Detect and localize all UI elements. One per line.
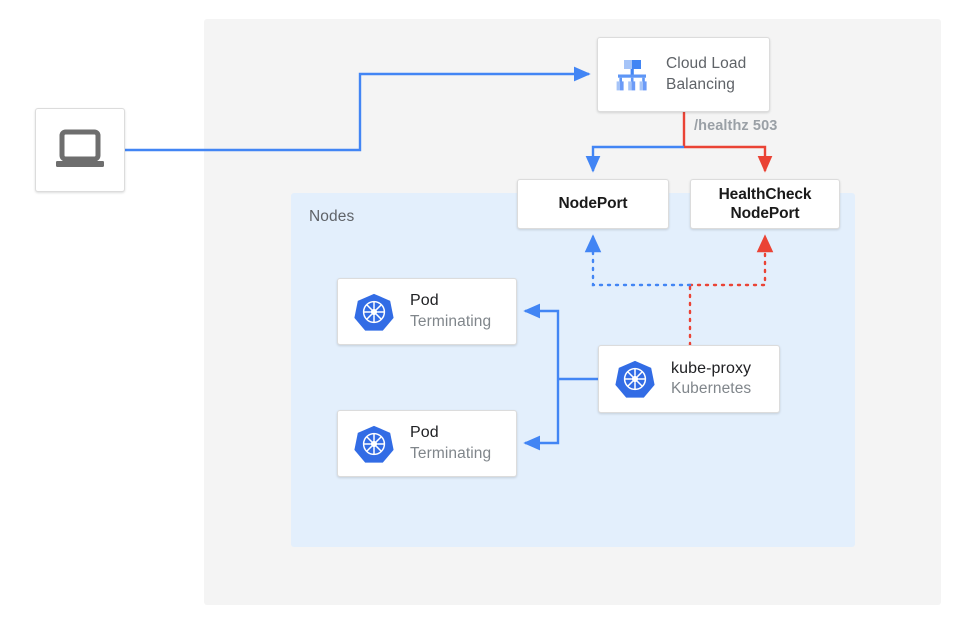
kube-proxy-labels: kube-proxy Kubernetes [671, 359, 751, 400]
pod-status: Terminating [410, 444, 492, 462]
pod-labels: Pod Terminating [410, 291, 491, 332]
kube-proxy-title: kube-proxy [671, 359, 752, 377]
pod-labels: Pod Terminating [410, 423, 491, 464]
pod-status: Terminating [410, 312, 492, 330]
kubernetes-icon [615, 360, 655, 398]
kubernetes-icon [354, 425, 394, 463]
pod-card: Pod Terminating [337, 278, 517, 345]
nodes-panel-label: Nodes [309, 208, 355, 225]
pod-card: Pod Terminating [337, 410, 517, 477]
kubernetes-icon [354, 293, 394, 331]
kube-proxy-card: kube-proxy Kubernetes [598, 345, 780, 413]
nodeport-card: NodePort [517, 179, 669, 229]
cloud-load-balancing-icon [616, 59, 647, 90]
healthcheck-nodeport-line1: HealthCheck [718, 185, 812, 203]
cloud-load-balancing-card: Cloud Load Balancing [597, 37, 770, 112]
nodeport-label: NodePort [558, 195, 628, 213]
lb-label-line2: Balancing [666, 75, 735, 93]
healthz-status-label: /healthz 503 [694, 118, 778, 134]
client-device-card [35, 108, 125, 192]
kube-proxy-subtitle: Kubernetes [671, 380, 752, 398]
lb-label-line1: Cloud Load [666, 54, 747, 72]
healthcheck-nodeport-line2: NodePort [730, 205, 800, 222]
healthcheck-nodeport-card: HealthCheck NodePort [690, 179, 840, 229]
pod-title: Pod [410, 424, 439, 442]
cloud-load-balancing-label: Cloud Load Balancing [666, 54, 746, 96]
pod-title: Pod [410, 292, 439, 310]
laptop-icon [56, 129, 104, 167]
healthcheck-nodeport-label: HealthCheck NodePort [719, 185, 812, 224]
